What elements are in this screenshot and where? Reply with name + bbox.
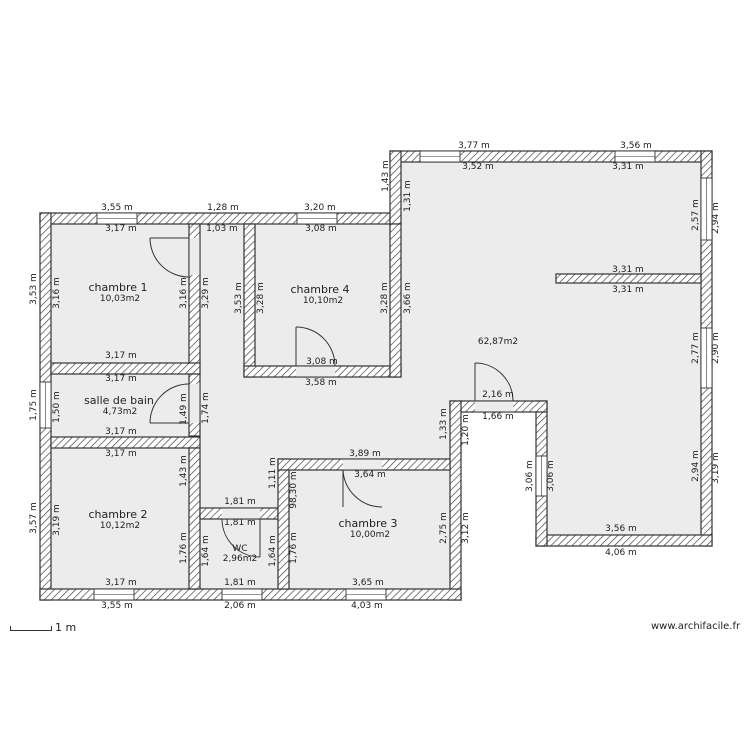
dimension-label: 1,74 m	[201, 392, 211, 424]
room-area: 10,03m2	[100, 294, 140, 304]
dimension-label: 3,17 m	[105, 374, 137, 384]
dimension-label: 3,53 m	[29, 273, 39, 305]
dimension-label: 3,17 m	[105, 224, 137, 234]
room-area: 10,00m2	[350, 530, 390, 540]
dimension-label: 3,31 m	[612, 162, 644, 172]
dimension-label: 3,17 m	[105, 427, 137, 437]
room-name: chambre 3	[338, 517, 397, 530]
wall-chambre3-west	[277, 458, 290, 590]
dimension-label: 3,16 m	[52, 277, 62, 309]
wall-chambre2-east	[188, 447, 201, 590]
dimension-label: 2,77 m	[691, 332, 701, 364]
dimension-label: 98,30 m	[289, 471, 299, 508]
dimension-label: 3,08 m	[306, 357, 338, 367]
dimension-label: 1,50 m	[52, 391, 62, 423]
dimension-label: 2,75 m	[439, 512, 449, 544]
dimension-label: 1,28 m	[207, 203, 239, 213]
dimension-label: 1,03 m	[206, 224, 238, 234]
dimension-label: 3,58 m	[305, 378, 337, 388]
room-labels: chambre 1 10,03m2 chambre 4 10,10m2 sall…	[84, 281, 518, 564]
dimension-label: 2,94 m	[691, 450, 701, 482]
dimension-label: 3,53 m	[234, 282, 244, 314]
dimension-label: 3,17 m	[105, 351, 137, 361]
dimension-label: 3,31 m	[612, 285, 644, 295]
room-name: chambre 4	[290, 283, 349, 296]
dimension-label: 3,12 m	[461, 512, 471, 544]
dimension-label: 3,57 m	[29, 502, 39, 534]
dimension-label: 3,77 m	[458, 141, 490, 151]
dimension-label: 3,31 m	[612, 265, 644, 275]
dimension-label: 2,90 m	[711, 332, 721, 364]
dimension-label: 1,11 m	[268, 457, 278, 489]
dimension-label: 4,03 m	[351, 601, 383, 611]
dimension-label: 1,49 m	[179, 393, 189, 425]
doors	[149, 237, 514, 558]
dimension-label: 3,55 m	[101, 203, 133, 213]
dimension-label: 3,19 m	[52, 504, 62, 536]
room-area: 62,87m2	[478, 337, 518, 347]
room-area: 2,96m2	[223, 554, 258, 564]
dimension-label: 3,17 m	[105, 578, 137, 588]
wall-step	[389, 150, 402, 225]
dimension-label: 3,64 m	[354, 470, 386, 480]
dimension-label: 3,28 m	[256, 282, 266, 314]
room-name: chambre 2	[88, 508, 147, 521]
dimension-label: 3,52 m	[462, 162, 494, 172]
windows	[39, 150, 713, 601]
dimension-label: 3,17 m	[105, 449, 137, 459]
dimension-label: 1,43 m	[179, 455, 189, 487]
dimension-label: 3,66 m	[403, 282, 413, 314]
dimension-label: 3,16 m	[179, 277, 189, 309]
dimension-label: 1,64 m	[201, 535, 211, 567]
dimension-label: 3,28 m	[380, 282, 390, 314]
dimension-label: 1,20 m	[461, 414, 471, 446]
dimension-label: 1,33 m	[439, 408, 449, 440]
dimension-label: 1,81 m	[224, 578, 256, 588]
room-name: WC	[232, 544, 247, 554]
room-name: salle de bain	[84, 394, 154, 407]
dimension-label: 3,65 m	[352, 578, 384, 588]
dimension-label: 1,66 m	[482, 412, 514, 422]
dimension-label: 3,55 m	[101, 601, 133, 611]
wall-chambre4-west	[243, 223, 256, 378]
dimension-label: 1,64 m	[268, 535, 278, 567]
wall-chambre4-east	[389, 223, 402, 378]
dimension-label: 3,29 m	[201, 277, 211, 309]
dimension-labels: 3,77 m 3,52 m 3,56 m 3,31 m 1,43 m 1,31 …	[29, 141, 721, 611]
dimension-label: 2,06 m	[224, 601, 256, 611]
dimension-label: 1,75 m	[29, 389, 39, 421]
dimension-label: 3,19 m	[711, 452, 721, 484]
dimension-label: 1,81 m	[224, 518, 256, 528]
room-area: 4,73m2	[103, 407, 138, 417]
wall-chambre1-south	[50, 362, 201, 375]
scale-bar	[10, 626, 52, 631]
dimension-label: 3,06 m	[525, 460, 535, 492]
dimension-label: 1,43 m	[381, 160, 391, 192]
dimension-label: 1,81 m	[224, 497, 256, 507]
wall-south-right	[535, 534, 713, 547]
dimension-label: 2,16 m	[482, 390, 514, 400]
dimension-label: 1,76 m	[179, 532, 189, 564]
dimension-label: 3,08 m	[305, 224, 337, 234]
dimension-label: 3,89 m	[349, 449, 381, 459]
scale-label: 1 m	[55, 621, 77, 634]
dimension-label: 3,20 m	[304, 203, 336, 213]
dimension-label: 2,94 m	[711, 202, 721, 234]
wall-sdb-south	[50, 436, 201, 449]
room-area: 10,10m2	[303, 296, 343, 306]
wall-partition	[555, 273, 702, 284]
dimension-label: 1,31 m	[403, 180, 413, 212]
wall-notch-west	[449, 400, 462, 601]
dimension-label: 4,06 m	[605, 548, 637, 558]
dimension-label: 3,56 m	[620, 141, 652, 151]
room-name: chambre 1	[88, 281, 147, 294]
dimension-label: 3,06 m	[546, 460, 556, 492]
dimension-label: 2,57 m	[691, 199, 701, 231]
dimension-label: 3,56 m	[605, 524, 637, 534]
room-area: 10,12m2	[100, 521, 140, 531]
wall-north-left	[39, 212, 391, 225]
watermark: www.archifacile.fr	[651, 621, 741, 632]
dimension-label: 1,76 m	[289, 532, 299, 564]
